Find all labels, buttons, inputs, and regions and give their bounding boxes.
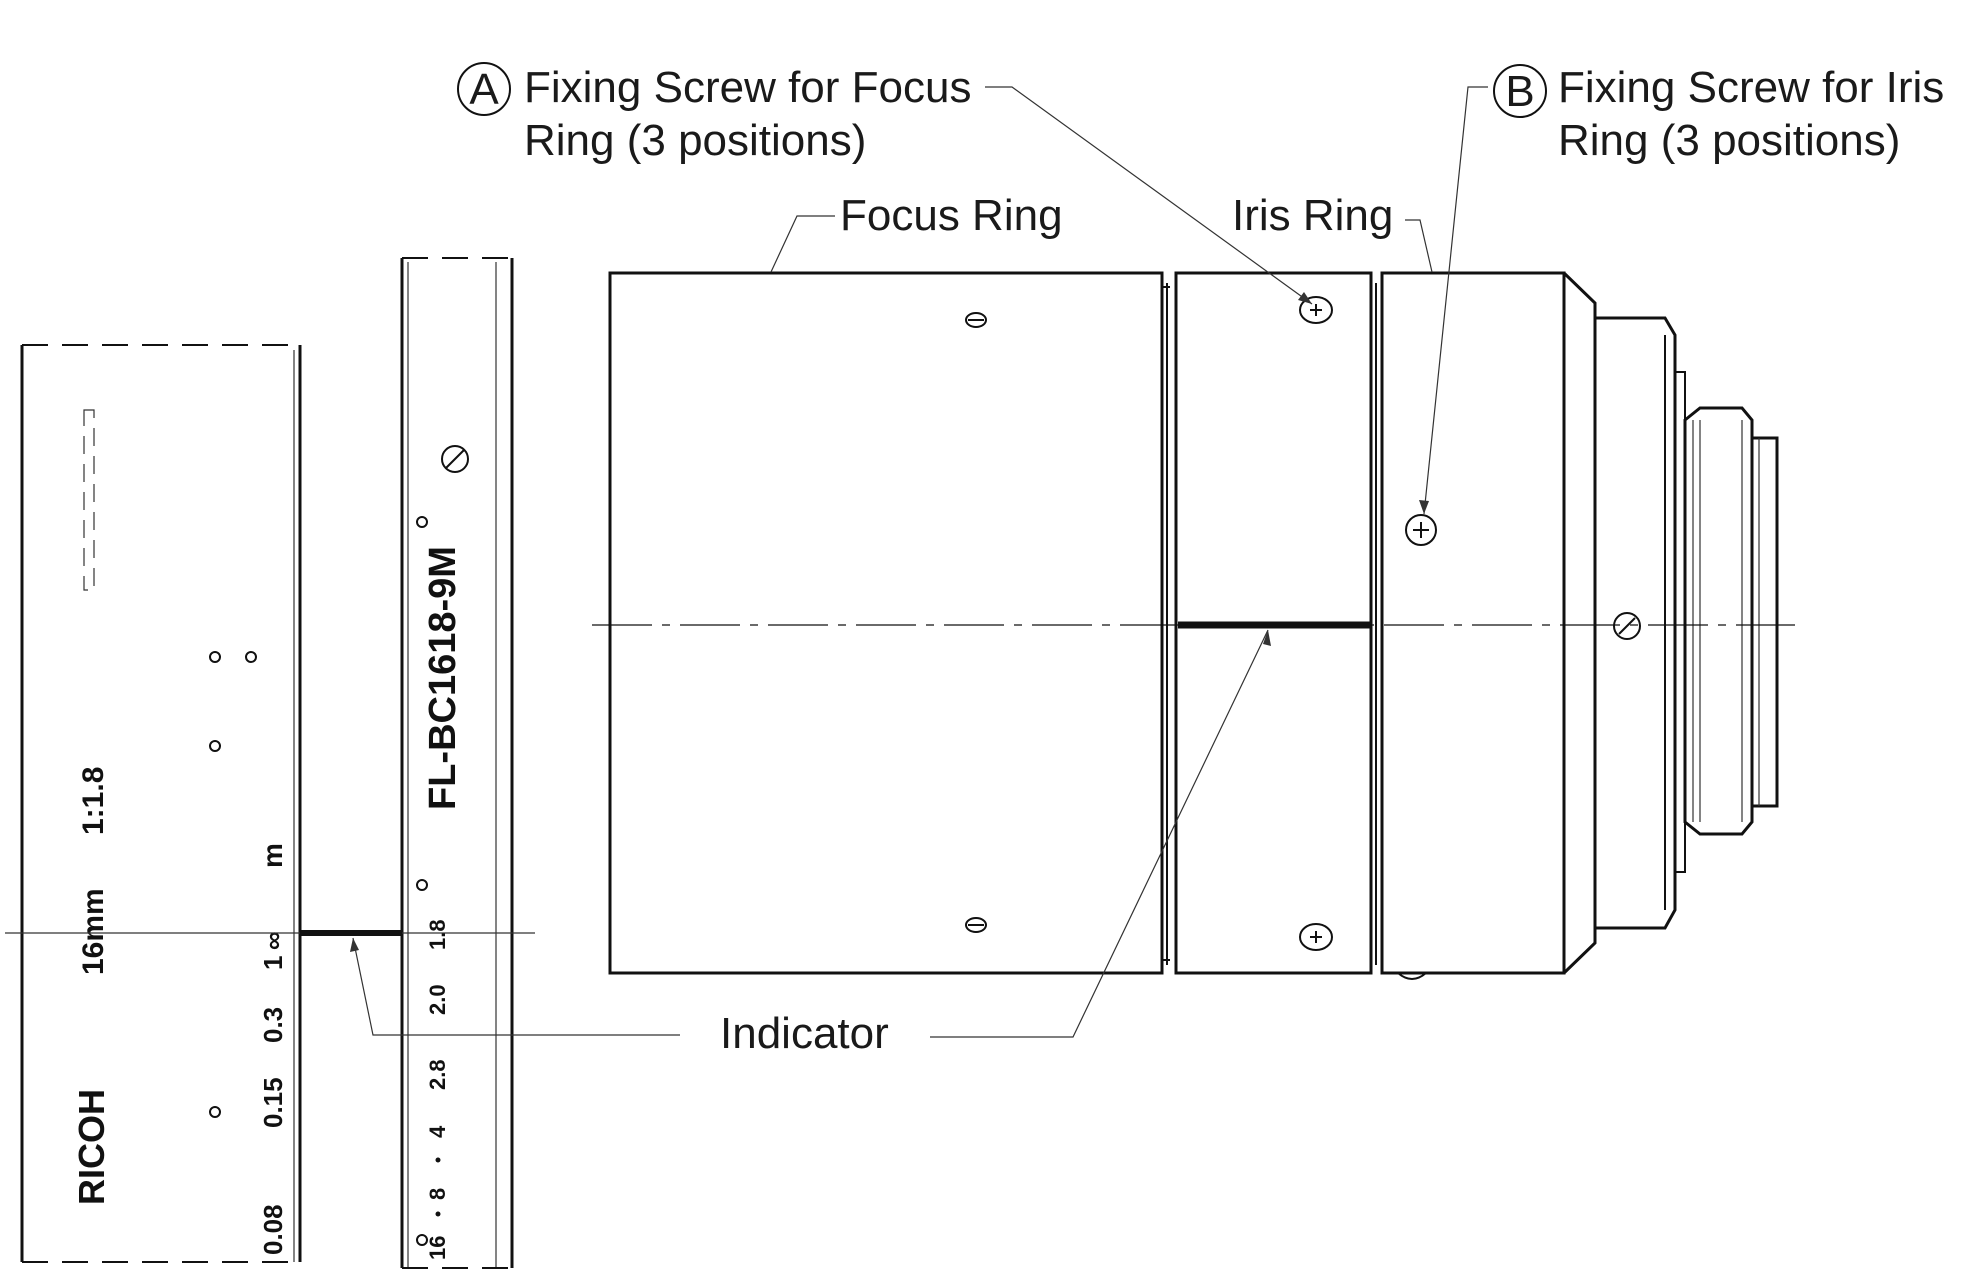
screw-icon: [1613, 612, 1641, 640]
callout-b-circle-icon: [1493, 64, 1547, 118]
focus-scale-strip: RICOH 16mm 1:1.8 m 0.08 0.15 0.3 1 ∞: [20, 344, 302, 1263]
brand-engraving: RICOH: [71, 1089, 112, 1205]
model-engraving: FL-BC1618-9M: [422, 546, 464, 810]
screw-icon: [441, 445, 469, 473]
iris-mark-16: 16: [425, 1236, 450, 1260]
dot-mark: [209, 740, 221, 752]
indicator-label: Indicator: [720, 1009, 889, 1058]
fixing-screw-a-icon: [1299, 923, 1333, 951]
callout-b-letter: B: [1505, 67, 1534, 116]
rear-screws: [1405, 514, 1641, 640]
focus-ring-outline: [608, 271, 1164, 975]
callout-a: A Fixing Screw for Focus Ring (3 positio…: [457, 62, 971, 165]
dot-mark: [245, 651, 257, 663]
callout-a-circle-icon: [457, 62, 511, 116]
screw-icon: [965, 312, 987, 328]
rear-body-outline: [1380, 271, 1566, 975]
dot-mark: [416, 879, 428, 891]
distance-unit-engraving: m: [257, 843, 288, 868]
aperture-ratio-engraving: 1:1.8: [77, 767, 110, 835]
dot-mark: [209, 1106, 221, 1118]
dot-mark: [209, 651, 221, 663]
dot-mark: [416, 1234, 428, 1246]
callout-b: B Fixing Screw for Iris Ring (3 position…: [1493, 63, 1944, 165]
iris-ring-label: Iris Ring: [1232, 191, 1393, 240]
iris-mark-2.0: 2.0: [425, 984, 450, 1015]
distance-mark-0.3: 0.3: [258, 1007, 288, 1043]
callout-a-line1: Fixing Screw for Focus: [524, 63, 971, 112]
callout-b-line1: Fixing Screw for Iris: [1558, 63, 1944, 112]
iris-mark-1.8: 1.8: [425, 919, 450, 950]
leader-lines: [350, 86, 1488, 1038]
iris-ring-screws: [1299, 296, 1333, 951]
screw-icon: [965, 917, 987, 933]
distance-mark-1: 1: [258, 956, 288, 970]
callout-a-letter: A: [469, 65, 499, 114]
iris-ring-outline: [1174, 271, 1373, 975]
distance-mark-0.08: 0.08: [258, 1204, 288, 1255]
iris-mark-8: 8: [425, 1188, 450, 1200]
focus-ring-screws: [965, 312, 987, 933]
focal-length-engraving: 16mm: [77, 888, 110, 975]
iris-scale-strip: FL-BC1618-9M 1.8 2.0 2.8 4 8 16: [400, 257, 514, 1269]
iris-mark-2.8: 2.8: [425, 1059, 450, 1090]
callout-b-line2: Ring (3 positions): [1558, 116, 1900, 165]
iris-mark-4: 4: [425, 1125, 450, 1138]
fixing-screw-b-icon: [1405, 514, 1437, 546]
dot-mark: [416, 516, 428, 528]
distance-mark-0.15: 0.15: [258, 1077, 288, 1128]
distance-mark-infinity: ∞: [258, 931, 288, 950]
focus-ring-label: Focus Ring: [840, 191, 1063, 240]
callout-a-line2: Ring (3 positions): [524, 116, 866, 165]
fixing-screw-a-icon: [1299, 296, 1333, 324]
lens-body: [608, 271, 1779, 980]
